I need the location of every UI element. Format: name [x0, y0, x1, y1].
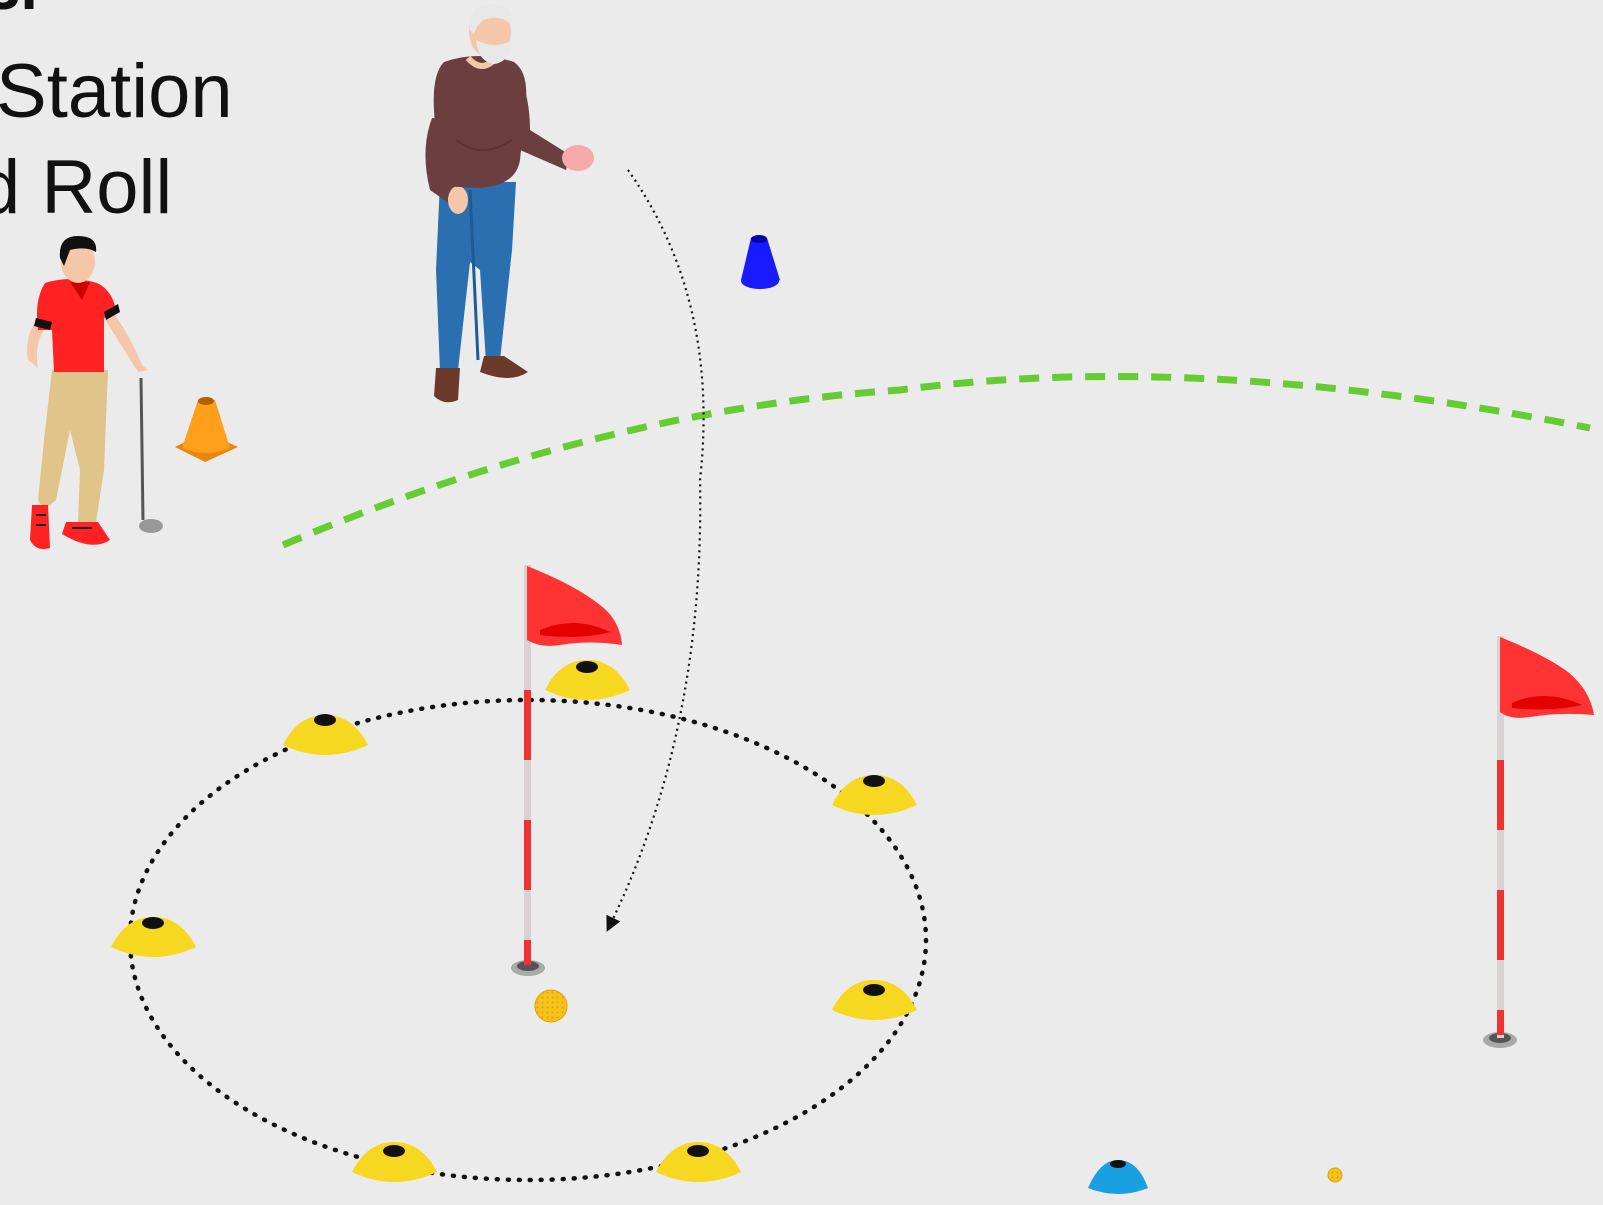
golf-ball-icon — [1327, 1167, 1343, 1183]
drill-title-line-2: d Roll — [0, 145, 173, 230]
flag-hole-icon — [1483, 636, 1594, 1048]
golf-ball-icon — [534, 989, 568, 1023]
coach-figure-icon — [425, 4, 594, 403]
yellow-disc-cone-icon — [656, 1142, 741, 1182]
drill-title-line-1: Station — [0, 49, 233, 134]
yellow-disc-cone-icon — [832, 980, 917, 1020]
blue-disc-cone-icon — [1088, 1160, 1148, 1194]
blue-cone-icon — [741, 235, 780, 289]
flag-hole-icon — [511, 565, 622, 976]
drill-number: 3. — [0, 0, 38, 20]
yellow-disc-cone-icon — [545, 660, 630, 700]
yellow-disc-cone-icon — [832, 775, 917, 815]
yellow-disc-cone-icon — [283, 714, 368, 755]
throw-trajectory-arrow — [606, 169, 705, 932]
green-dashed-boundary — [281, 372, 1591, 549]
yellow-disc-cone-icon — [111, 917, 196, 957]
yellow-disc-cone-icon — [352, 1142, 437, 1182]
orange-cone-icon — [175, 397, 238, 462]
dotted-target-circle — [127, 697, 929, 1183]
player-golfer-icon — [27, 236, 163, 549]
